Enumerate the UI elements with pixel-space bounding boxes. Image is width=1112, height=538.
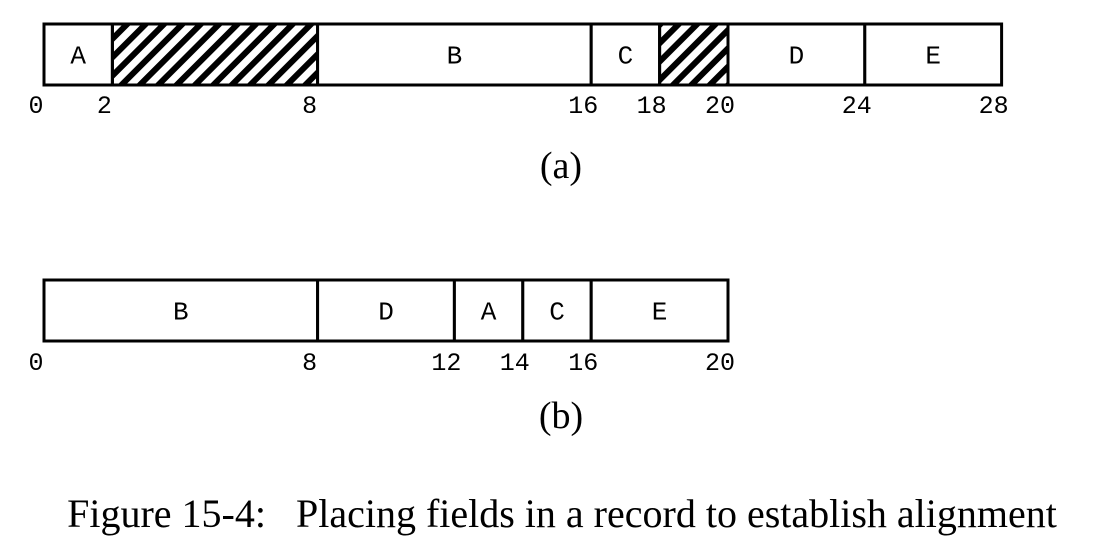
padding-cell [658,22,730,87]
offset-tick-label: 0 [28,349,43,378]
field-label-a: A [70,42,86,72]
sub-caption-b: (b) [539,395,583,437]
offset-tick-label: 24 [842,92,872,121]
field-label-d: D [789,42,805,72]
field-label-e: E [925,42,941,72]
field-cell-c [521,278,593,343]
field-cell-b [316,22,593,87]
padding-cell [110,22,320,87]
field-label-b: B [447,42,463,72]
field-cell-e [589,278,730,343]
field-cell-a [42,22,114,87]
offset-tick-label: 14 [500,349,530,378]
offset-tick-label: 2 [97,92,112,121]
offset-tick-label: 16 [568,349,598,378]
field-label-a: A [481,298,497,328]
field-label-c: C [618,42,634,72]
diagram-b: B D A C E 0 8 12 14 16 20 [28,278,735,378]
field-cell-e [863,22,1004,87]
field-cell-c [589,22,662,87]
offset-tick-label: 28 [979,92,1009,121]
figure-caption: Figure 15-4: Placing fields in a record … [67,491,1057,536]
offset-tick-label: 8 [302,349,317,378]
offset-tick-label: 12 [431,349,461,378]
field-label-d: D [378,298,394,328]
field-label-b: B [173,298,189,328]
offset-tick-label: 18 [637,92,667,121]
field-cell-a [452,278,525,343]
sub-caption-a: (a) [540,145,582,187]
offset-tick-label: 0 [28,92,43,121]
offset-tick-label: 8 [302,92,317,121]
field-cell-d [316,278,456,343]
offset-tick-label: 20 [705,349,735,378]
offset-tick-label: 16 [568,92,598,121]
field-label-e: E [652,298,668,328]
offset-tick-label: 20 [705,92,735,121]
field-cell-b [42,278,320,343]
field-label-c: C [549,298,565,328]
